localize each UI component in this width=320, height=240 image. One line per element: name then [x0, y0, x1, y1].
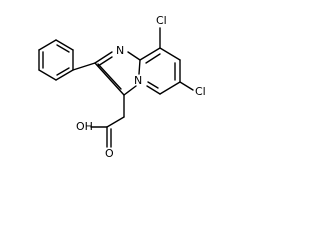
nitrogen-imine-label: N [116, 44, 124, 57]
hydroxyl-label: OH [76, 120, 93, 133]
chlorine-right-label: Cl [195, 85, 206, 98]
acetic-acid-chain [90, 94, 125, 148]
phenyl-ring [38, 39, 74, 81]
chlorine-top-label: Cl [156, 14, 167, 27]
pyridine-ring [139, 47, 181, 95]
phenyl-link-bond [72, 62, 96, 71]
carbonyl-oxygen-label: O [105, 147, 114, 160]
imidazole-ring [94, 51, 141, 96]
nitrogen-bridge-label: N [134, 74, 142, 87]
chemical-structure: N N Cl Cl OH O [38, 14, 206, 160]
cl-right-bond [179, 81, 194, 91]
